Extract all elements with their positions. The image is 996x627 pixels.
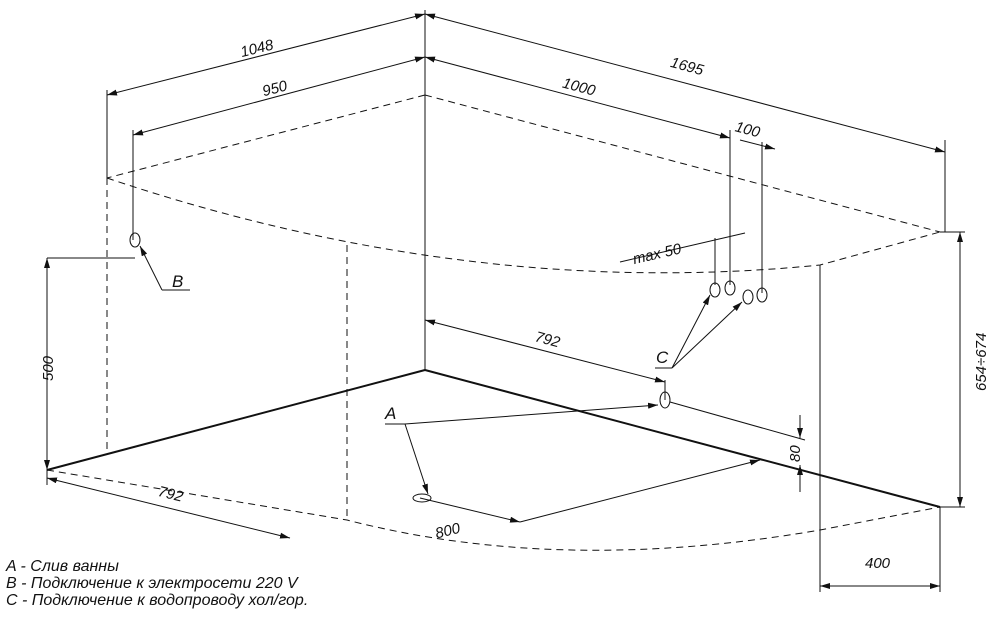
dim-792-right: 792	[533, 328, 562, 351]
legend-item-c: C - Подключение к водопроводу хол/гор.	[6, 592, 309, 609]
tub-outline	[46, 94, 941, 592]
water-point-hot	[742, 289, 754, 305]
legend-item-b: B - Подключение к электросети 220 V	[6, 575, 298, 592]
dim-max-50: max 50	[631, 240, 683, 268]
dimension-lines	[44, 10, 965, 589]
drain-overflow	[659, 391, 671, 409]
dim-height: 654÷674	[973, 333, 990, 391]
drain-point	[412, 493, 432, 503]
dim-792-left: 792	[156, 483, 185, 506]
dim-80: 80	[787, 445, 804, 462]
dim-1695: 1695	[669, 54, 706, 79]
electric-point	[129, 232, 141, 248]
marker-a: A	[384, 404, 396, 423]
legend-item-a: A - Слив ванны	[6, 558, 119, 575]
dim-800: 800	[434, 520, 463, 543]
water-point-cold	[709, 282, 721, 298]
legend: A - Слив ванны B - Подключение к электро…	[6, 558, 308, 609]
connection-points	[129, 232, 768, 503]
dim-950: 950	[261, 77, 290, 100]
dim-500: 500	[40, 355, 57, 381]
dim-400: 400	[865, 555, 891, 572]
marker-c: C	[656, 348, 669, 367]
dim-1048: 1048	[239, 36, 276, 61]
marker-b: B	[172, 272, 183, 291]
dim-100: 100	[733, 118, 762, 141]
dim-1000: 1000	[561, 75, 598, 100]
